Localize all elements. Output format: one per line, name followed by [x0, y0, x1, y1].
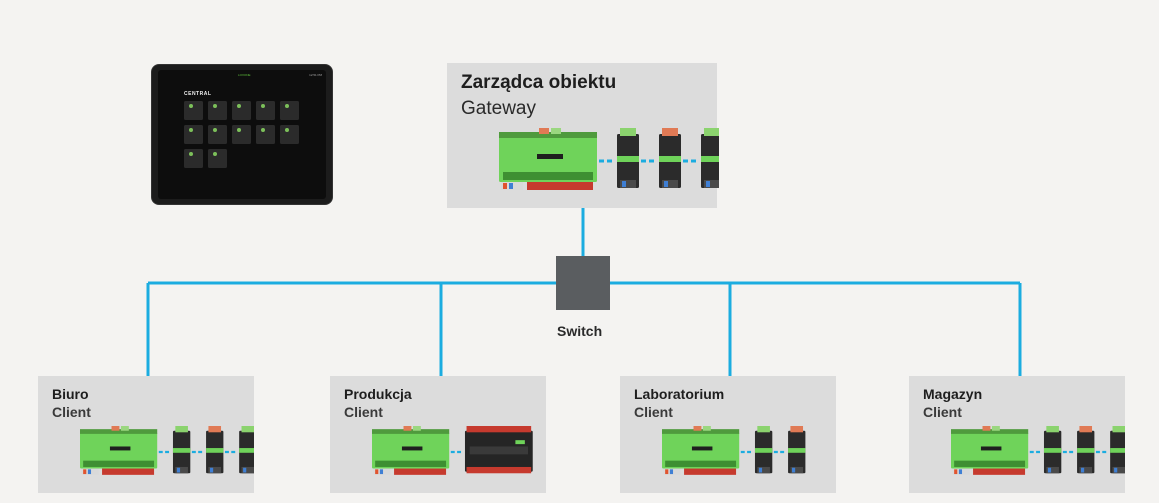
client-title: Biuro	[52, 386, 89, 402]
network-switch	[556, 256, 610, 310]
gateway-title: Zarządca obiektu	[461, 72, 617, 93]
client-subtitle: Client	[52, 404, 91, 420]
tablet-tile	[256, 125, 275, 144]
gateway-hardware	[499, 128, 719, 190]
extension-module	[206, 426, 224, 474]
client-hardware	[951, 426, 1125, 475]
tablet-tile	[184, 149, 203, 168]
client-title: Magazyn	[923, 386, 983, 402]
extension-module	[1043, 426, 1062, 474]
gateway-box: Zarządca obiektu Gateway	[447, 63, 719, 208]
client-hardware	[372, 426, 533, 475]
tablet-tile	[184, 125, 203, 144]
miniserver-module	[499, 128, 597, 190]
client-subtitle: Client	[344, 404, 383, 420]
client-box-laboratorium: Laboratorium Client	[620, 376, 836, 493]
extension-module	[1077, 426, 1095, 474]
extension-module	[617, 128, 639, 188]
extension-module	[1110, 426, 1125, 474]
tablet-time: 12:51 PM	[309, 73, 322, 77]
extension-module	[659, 128, 681, 188]
extension-module	[701, 128, 719, 188]
client-subtitle: Client	[634, 404, 673, 420]
tablet-tile	[232, 101, 251, 120]
tablet-tile	[208, 101, 227, 120]
extension-module	[754, 426, 773, 474]
tablet-tile	[184, 101, 203, 120]
client-hardware	[80, 426, 254, 475]
client-box-produkcja: Produkcja Client	[330, 376, 546, 493]
tablet-screen-title: CENTRAL	[184, 91, 212, 97]
extension-module	[788, 426, 806, 474]
extension-module	[239, 426, 254, 474]
miniserver-module	[80, 426, 158, 475]
tablet-tile	[208, 149, 227, 168]
client-hardware	[662, 426, 806, 475]
extension-module	[172, 426, 191, 474]
miniserver-module	[951, 426, 1029, 475]
tablet-brand: LOXONE	[238, 73, 251, 77]
tablet-app-preview: LOXONE 12:51 PM CENTRAL	[152, 65, 332, 204]
client-box-biuro: Biuro Client	[38, 376, 254, 493]
tablet-tile	[232, 125, 251, 144]
client-title: Laboratorium	[634, 386, 725, 402]
miniserver-module	[372, 426, 450, 475]
client-box-magazyn: Magazyn Client	[909, 376, 1125, 493]
switch-label: Switch	[557, 323, 603, 339]
client-title: Produkcja	[344, 386, 412, 402]
tablet-tile	[208, 125, 227, 144]
tablet-screen: LOXONE 12:51 PM CENTRAL	[158, 70, 326, 199]
tablet-dock	[218, 191, 274, 193]
io-extension-module	[464, 426, 533, 474]
miniserver-module	[662, 426, 740, 475]
tablet-tile	[280, 125, 299, 144]
gateway-subtitle: Gateway	[461, 98, 536, 119]
tablet-tile	[280, 101, 299, 120]
tablet-tile	[256, 101, 275, 120]
client-subtitle: Client	[923, 404, 962, 420]
